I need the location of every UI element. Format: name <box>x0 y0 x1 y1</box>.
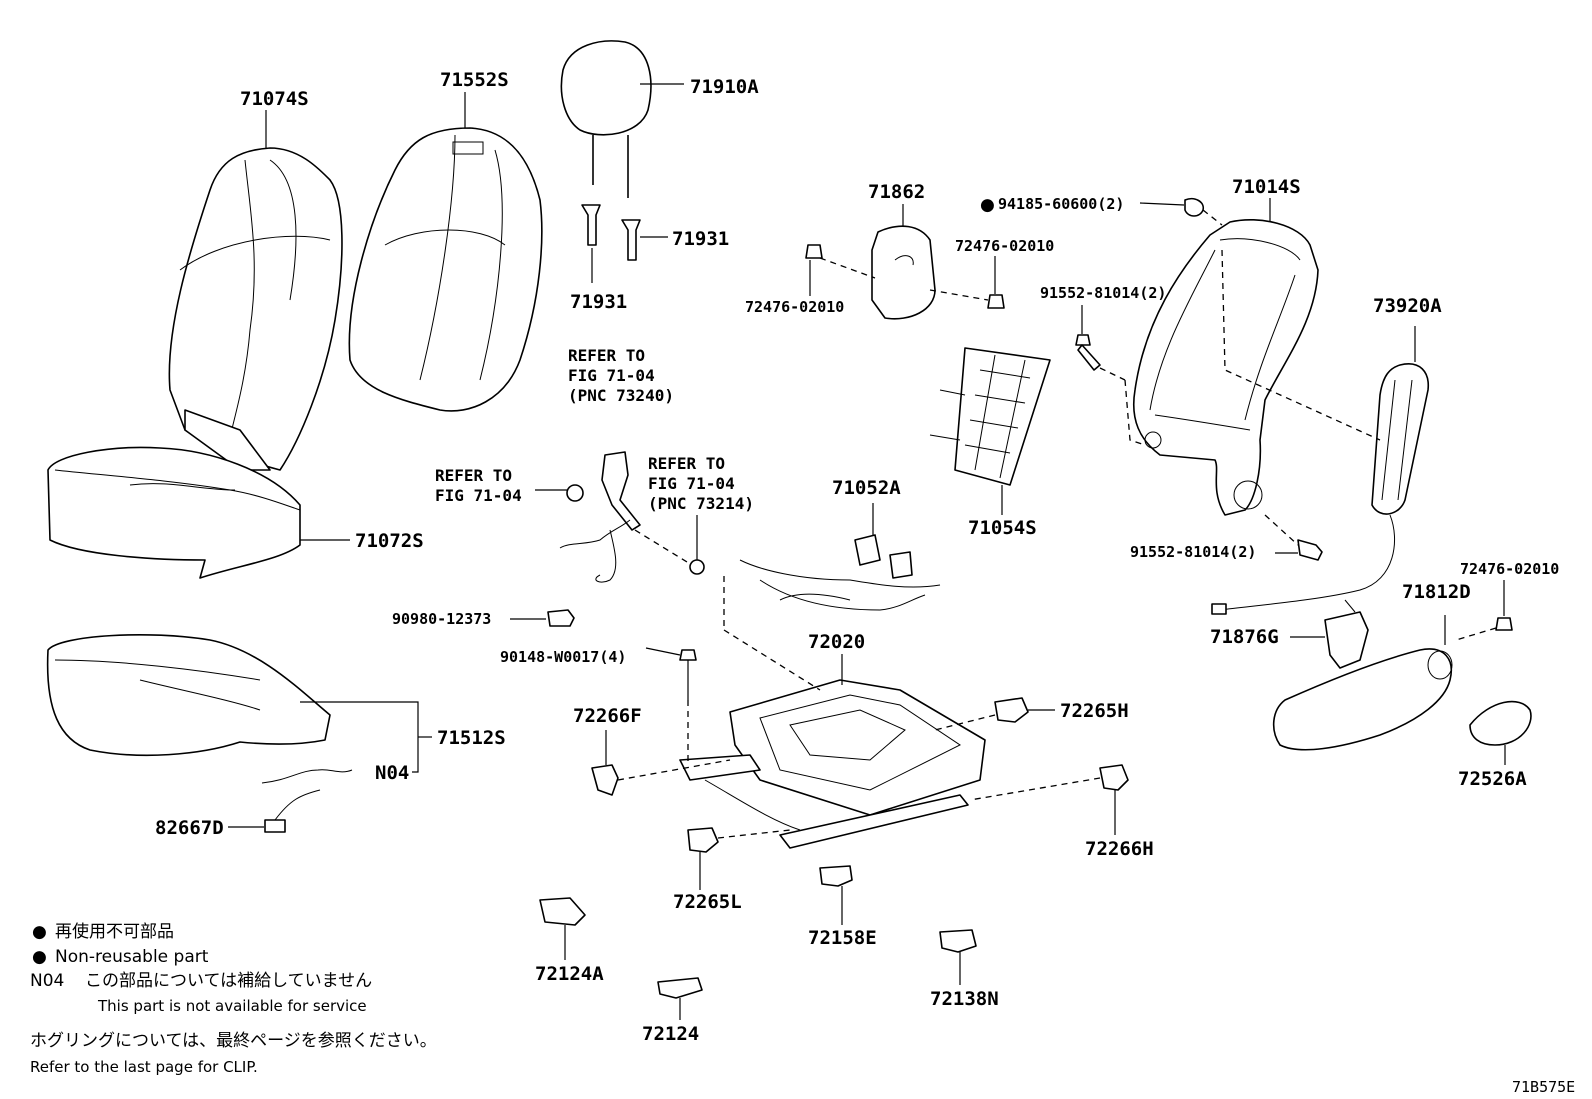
legend-n04-en: This part is not available for service <box>97 997 367 1015</box>
legend-bullet-jp: ● <box>32 922 47 942</box>
label-82667D: 82667D <box>155 817 224 839</box>
label-71074S: 71074S <box>240 88 309 110</box>
legend-nonreusable-en: Non-reusable part <box>55 947 209 967</box>
ref-73214-line2: FIG 71-04 <box>648 474 735 493</box>
cover-72266H <box>969 764 1129 835</box>
label-72265L: 72265L <box>673 891 742 913</box>
reference-note-73240: REFER TO FIG 71-04 (PNC 73240) <box>568 346 674 405</box>
label-71862: 71862 <box>868 181 925 203</box>
seat-adjuster-72020 <box>645 576 986 849</box>
label-94185-60600: 94185-60600(2) <box>998 195 1124 213</box>
figure-id: 71B575E <box>1512 1078 1575 1096</box>
label-91552-81014-lower: 91552-81014(2) <box>1130 543 1256 561</box>
label-71812D: 71812D <box>1402 581 1471 603</box>
ref-73240-line2: FIG 71-04 <box>568 366 655 385</box>
legend: ● 再使用不可部品 ● Non-reusable part N04 この部品につ… <box>30 921 437 1076</box>
nonreusable-marker-94185: ● <box>980 195 995 215</box>
label-71876G: 71876G <box>1210 626 1279 648</box>
label-72138N: 72138N <box>930 988 999 1010</box>
seatback-pad-71552S <box>348 92 543 412</box>
ref-fig-line1: REFER TO <box>435 466 512 485</box>
label-72266F: 72266F <box>573 705 642 727</box>
ref-73214-line1: REFER TO <box>648 454 725 473</box>
label-72124: 72124 <box>642 1023 699 1045</box>
side-cover-71862 <box>805 204 1005 320</box>
side-trim-parts <box>1272 580 1532 765</box>
label-73920A: 73920A <box>1373 295 1442 317</box>
ref-73240-line1: REFER TO <box>568 346 645 365</box>
ref-fig-line2: FIG 71-04 <box>435 486 522 505</box>
label-71014S: 71014S <box>1232 176 1301 198</box>
legend-nonreusable-jp: 再使用不可部品 <box>55 921 174 942</box>
seat-spring-71052A <box>739 503 941 611</box>
seat-cushion-cover-71072S <box>47 446 350 579</box>
seat-cushion-pad-71512S <box>46 633 432 833</box>
label-72265H: 72265H <box>1060 700 1129 722</box>
label-71910A: 71910A <box>690 76 759 98</box>
label-90980-12373: 90980-12373 <box>392 610 491 628</box>
label-71931-right: 71931 <box>672 228 729 250</box>
label-71552S: 71552S <box>440 69 509 91</box>
wire-harness-parts <box>510 451 705 627</box>
label-72124A: 72124A <box>535 963 604 985</box>
seatback-cover-71074S <box>168 110 343 471</box>
legend-bullet-en: ● <box>32 947 47 967</box>
legend-clip-en: Refer to the last page for CLIP. <box>30 1058 258 1076</box>
label-71052A: 71052A <box>832 477 901 499</box>
label-71054S: 71054S <box>968 517 1037 539</box>
label-72476-02010-left: 72476-02010 <box>745 298 844 316</box>
lumbar-support-71054S <box>929 347 1051 515</box>
ref-73214-line3: (PNC 73214) <box>648 494 754 513</box>
label-91552-81014-upper: 91552-81014(2) <box>1040 284 1166 302</box>
side-airbag-73920A <box>1211 249 1429 615</box>
legend-n04-jp: この部品については補給していません <box>85 971 372 991</box>
label-71072S: 71072S <box>355 530 424 552</box>
reference-note-73214: REFER TO FIG 71-04 (PNC 73214) <box>648 454 754 513</box>
label-N04: N04 <box>375 762 409 784</box>
label-72476-02010-right: 72476-02010 <box>1460 560 1559 578</box>
label-72020: 72020 <box>808 631 865 653</box>
reference-note-fig71-04: REFER TO FIG 71-04 <box>435 466 522 505</box>
seatback-frame-71014S <box>1075 197 1323 561</box>
clips <box>539 865 977 1020</box>
label-72476-02010-upper: 72476-02010 <box>955 237 1054 255</box>
label-72266H: 72266H <box>1085 838 1154 860</box>
label-90148-W0017: 90148-W0017(4) <box>500 648 626 666</box>
legend-clip-jp: ホグリングについては、最終ページを参照ください。 <box>30 1031 437 1051</box>
headrest-support-71931 <box>581 204 668 283</box>
label-72526A: 72526A <box>1458 768 1527 790</box>
cover-72265L <box>687 827 791 890</box>
headrest-71910A <box>560 40 684 198</box>
cover-72266F <box>591 730 731 796</box>
label-72158E: 72158E <box>808 927 877 949</box>
ref-73240-line3: (PNC 73240) <box>568 386 674 405</box>
label-71931-left: 71931 <box>570 291 627 313</box>
legend-n04-code: N04 <box>30 971 64 991</box>
cover-72265H <box>934 697 1055 731</box>
label-71512S: 71512S <box>437 727 506 749</box>
